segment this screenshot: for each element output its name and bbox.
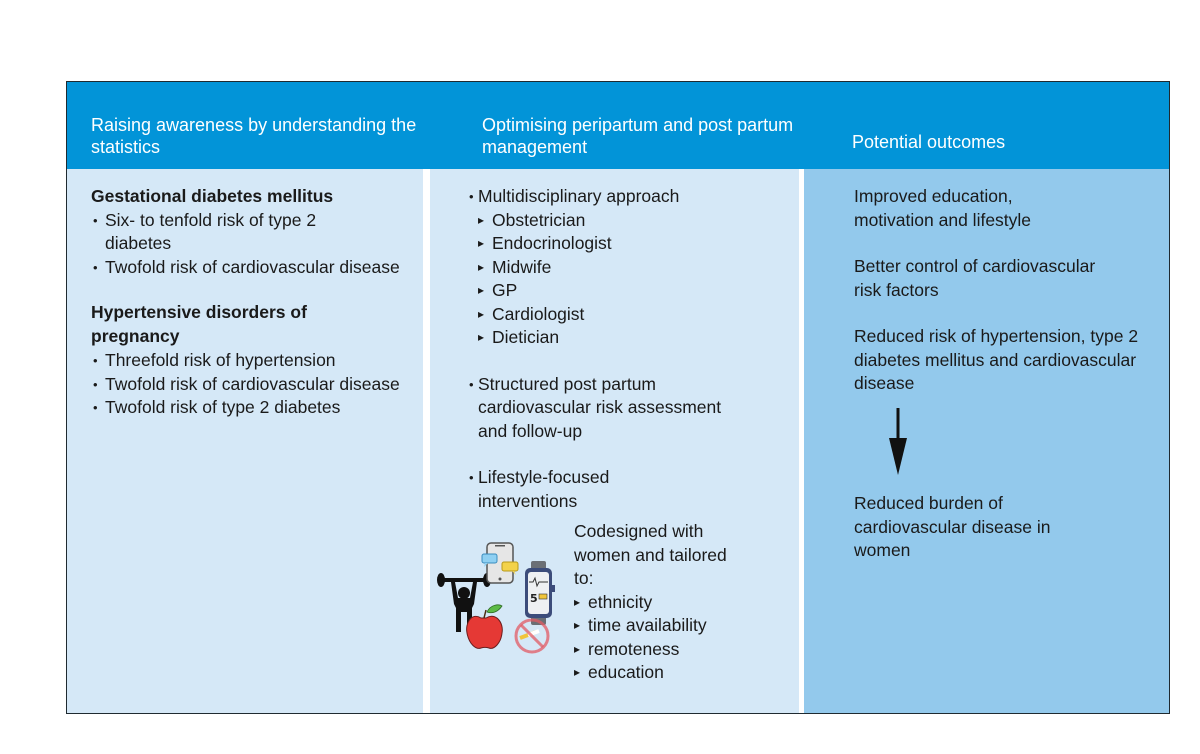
hdp-bullet: Twofold risk of type 2 diabetes: [91, 396, 411, 420]
header-bar: Raising awareness by understanding the s…: [67, 82, 1169, 169]
specialist-item: Dietician: [478, 326, 787, 350]
down-arrow-icon: [889, 408, 907, 475]
outcome-item: Better control of cardiovascular risk fa…: [854, 256, 1096, 300]
tailored-item: ethnicity: [574, 591, 764, 615]
outcomes-content: Improved education, motivation and lifes…: [854, 185, 1154, 396]
management-content: Multidisciplinary approach Obstetrician …: [467, 185, 787, 513]
tailored-item: education: [574, 661, 764, 685]
specialist-item: Midwife: [478, 256, 787, 280]
specialist-item: Obstetrician: [478, 209, 787, 233]
specialist-list: Obstetrician Endocrinologist Midwife GP …: [467, 209, 787, 350]
smartphone-chat-icon: [481, 542, 519, 584]
hdp-bullet: Threefold risk of hypertension: [91, 349, 411, 373]
specialist-item: Cardiologist: [478, 303, 787, 327]
apple-icon: [466, 604, 503, 649]
tailored-item: remoteness: [574, 638, 764, 662]
gdm-bullet: Six- to tenfold risk of type 2 diabetes: [91, 209, 385, 256]
col3-title: Potential outcomes: [852, 132, 1006, 152]
col2-title: Optimising peripartum and post partum ma…: [482, 115, 794, 157]
smartwatch-icon: 5: [525, 561, 555, 625]
lifestyle-bullet: Lifestyle-focused interventions: [467, 466, 658, 513]
multidisciplinary-bullet: Multidisciplinary approach: [467, 185, 787, 209]
hdp-bullet: Twofold risk of cardiovascular disease: [91, 373, 405, 397]
outcome-item: Improved education, motivation and lifes…: [854, 186, 1032, 230]
risk-assessment-bullet: Structured post partum cardiovascular ri…: [467, 373, 728, 444]
statistics-content: Gestational diabetes mellitus Six- to te…: [91, 185, 411, 420]
outcome-item: Reduced risk of hypertension, type 2 dia…: [854, 326, 1139, 393]
gdm-bullet: Twofold risk of cardiovascular disease: [91, 256, 405, 280]
final-outcome: Reduced burden of cardiovascular disease…: [854, 493, 1051, 560]
hdp-heading: Hypertensive disorders of pregnancy: [91, 302, 307, 346]
no-smoking-icon: [514, 618, 550, 654]
gdm-heading: Gestational diabetes mellitus: [91, 186, 334, 206]
outcomes-panel: [804, 169, 1169, 713]
specialist-item: Endocrinologist: [478, 232, 787, 256]
svg-text:5: 5: [530, 592, 538, 605]
codesign-text: Codesigned with women and tailored to:: [574, 521, 727, 588]
col1-title: Raising awareness by understanding the s…: [91, 115, 417, 157]
codesign-block: Codesigned with women and tailored to: e…: [574, 520, 764, 685]
lifestyle-icons: 5: [437, 542, 555, 654]
specialist-item: GP: [478, 279, 787, 303]
tailored-item: time availability: [574, 614, 764, 638]
